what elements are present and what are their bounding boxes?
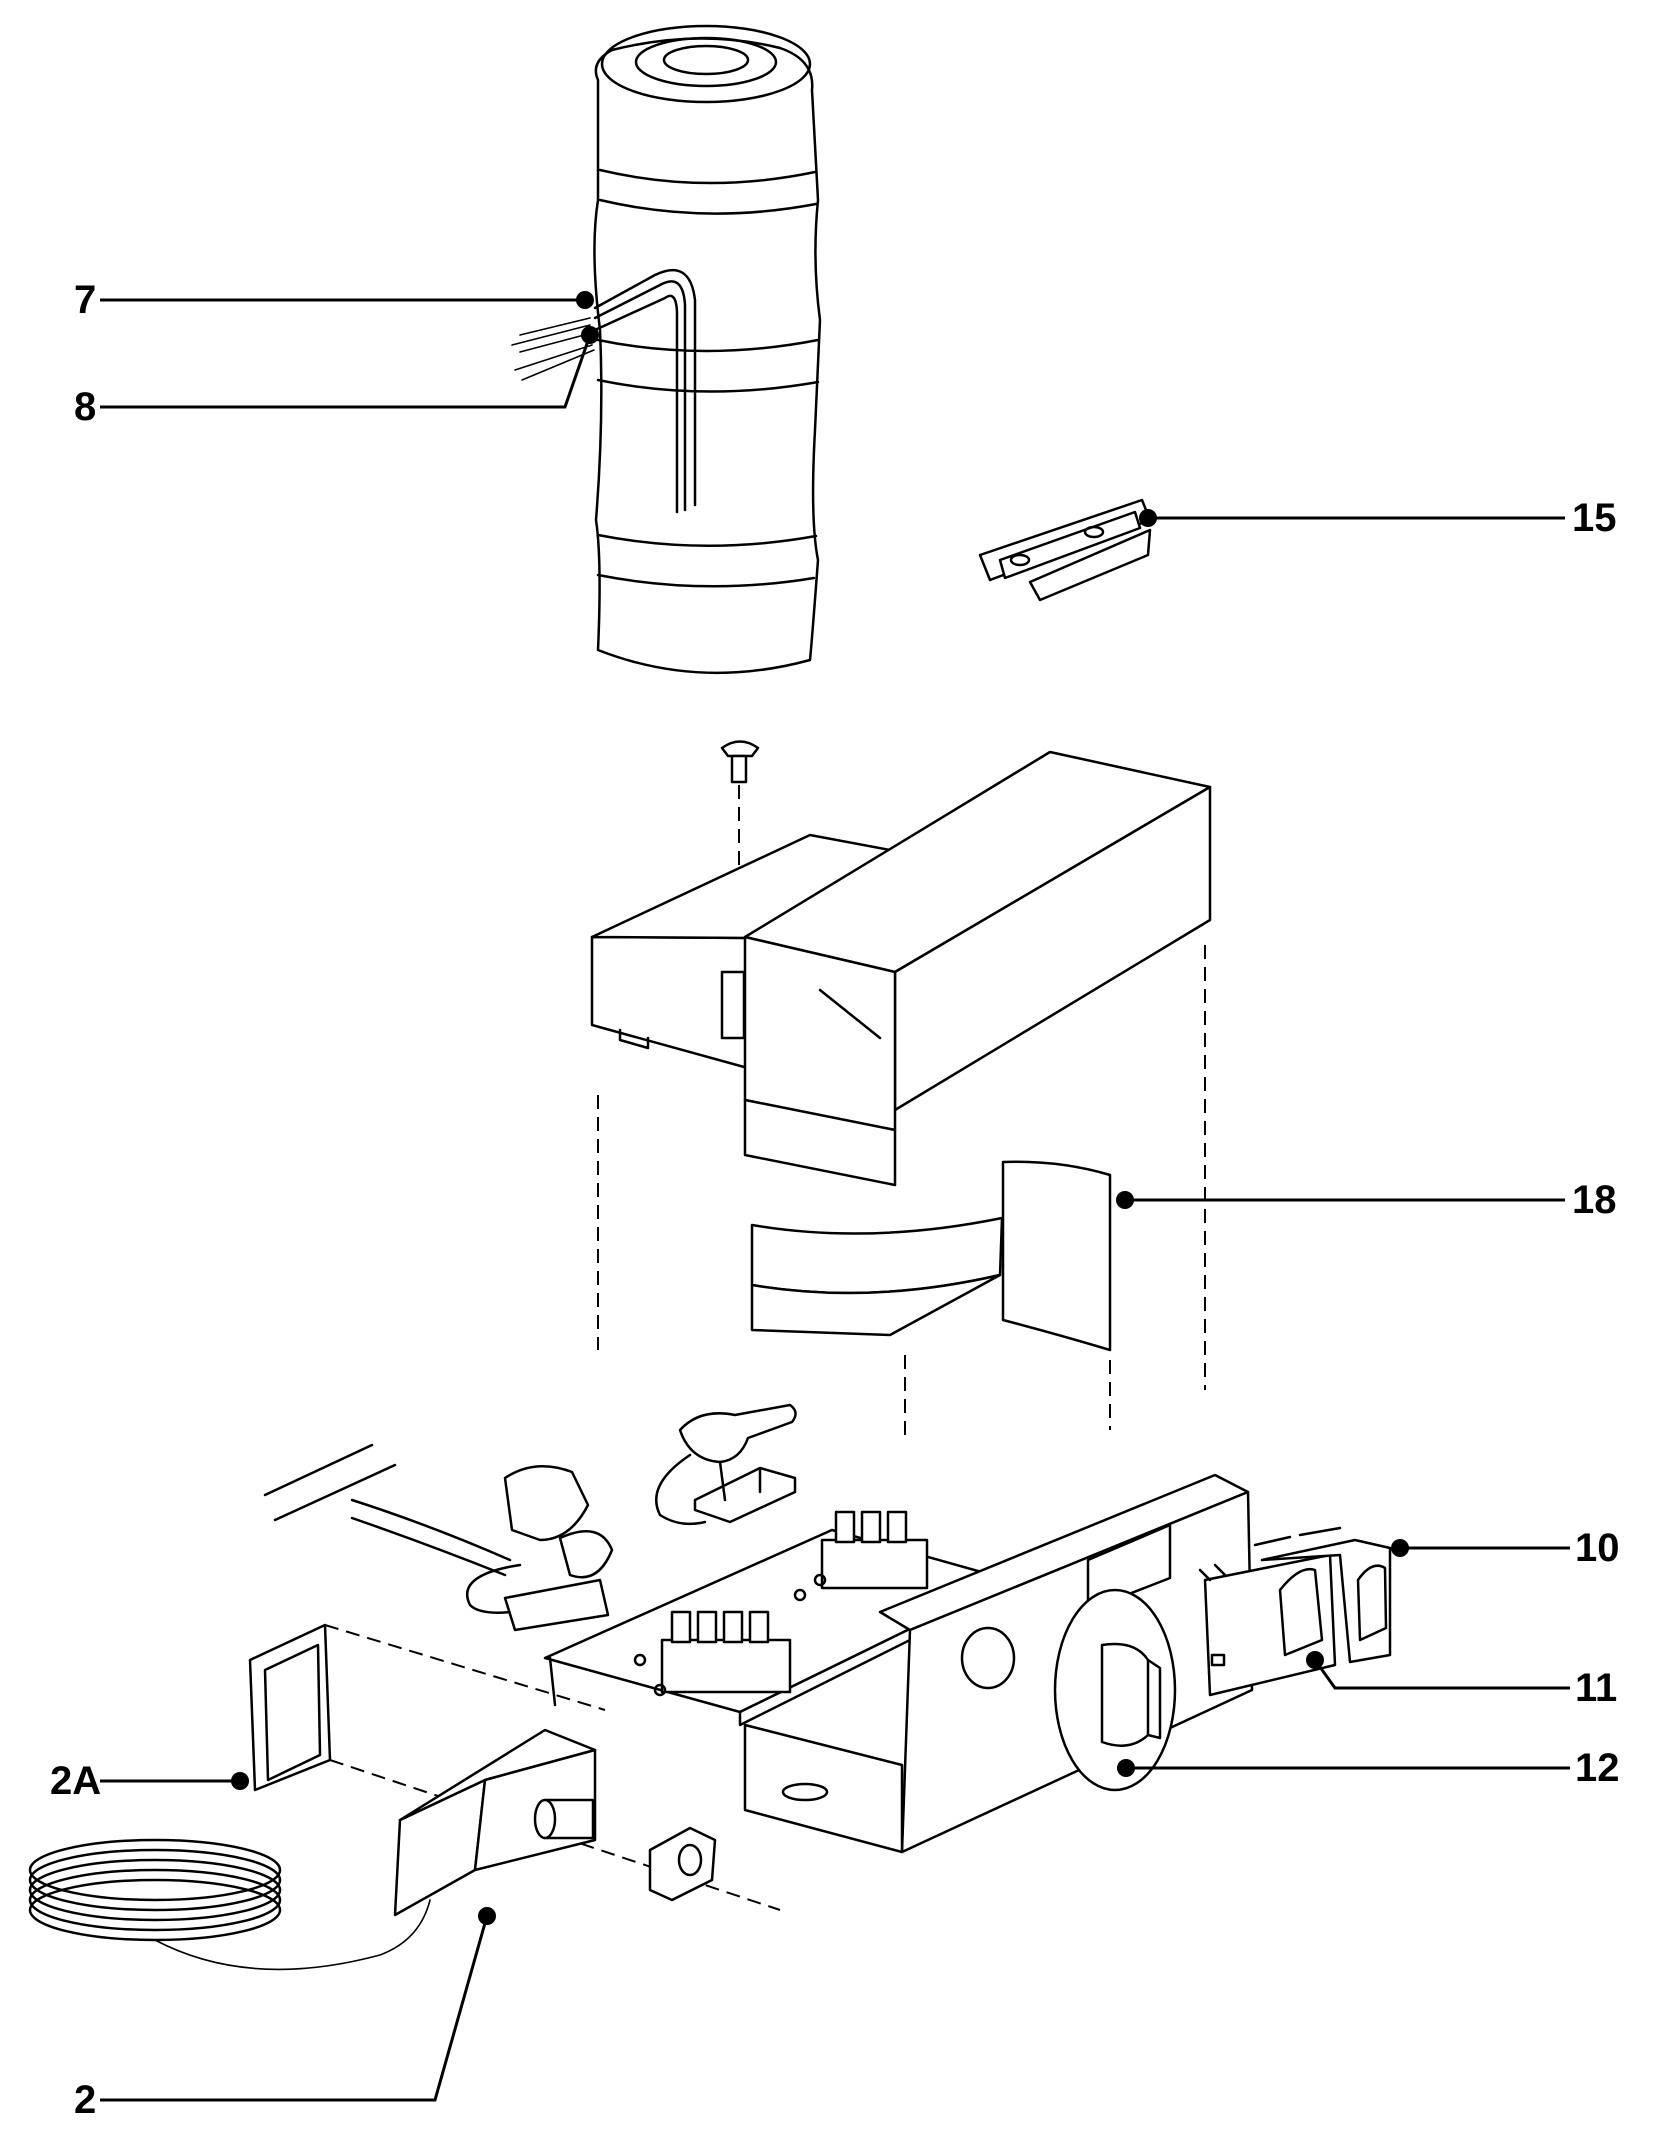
callout-label-2: 2 [74, 2078, 96, 2122]
knob-12 [1053, 1588, 1177, 1792]
callout-label-18: 18 [1572, 1178, 1617, 1222]
nut [648, 1826, 717, 1902]
rocker-switches [1198, 1526, 1392, 1697]
callout-leaders [100, 291, 1570, 2102]
power-cable [263, 1443, 614, 1632]
insulation-pad-18 [750, 1160, 1112, 1435]
callout-label-12: 12 [1575, 1746, 1620, 1790]
callout-label-11: 11 [1575, 1666, 1617, 1710]
cable-clamp [655, 1403, 797, 1526]
thermostat-2 [28, 1728, 597, 1971]
callout-label-7: 7 [74, 278, 96, 322]
callout-label-10: 10 [1575, 1526, 1620, 1570]
bracket-15 [978, 498, 1152, 602]
insulated-tank-cylinder [511, 24, 822, 675]
callout-label-15: 15 [1572, 496, 1617, 540]
top-cover [590, 750, 1212, 1390]
callout-label-8: 8 [74, 385, 96, 429]
callout-label-2a: 2A [50, 1759, 101, 1803]
screw [720, 740, 760, 870]
housing-2a [248, 1623, 781, 1911]
